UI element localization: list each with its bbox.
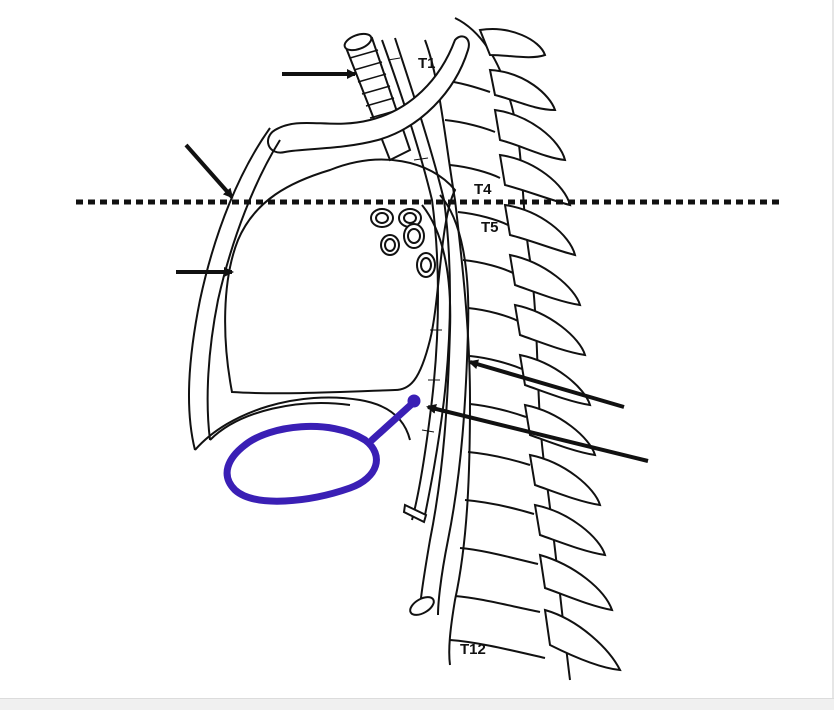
label-t4: T4 bbox=[474, 181, 492, 198]
label-t12: T12 bbox=[460, 641, 486, 658]
annotation-loop bbox=[223, 422, 380, 505]
label-t5: T5 bbox=[481, 219, 499, 236]
chest-wall-inner bbox=[206, 139, 281, 441]
chest-wall-outer bbox=[188, 127, 271, 451]
clavicle bbox=[266, 35, 470, 154]
spinous-process-3 bbox=[493, 108, 567, 162]
spinous-process-1 bbox=[478, 28, 547, 59]
arrow-aorta bbox=[468, 359, 625, 409]
spinous-process-9 bbox=[523, 403, 597, 457]
spinous-process-4 bbox=[498, 153, 572, 207]
spinous-process-12 bbox=[538, 553, 614, 612]
label-t1: T1 bbox=[418, 55, 436, 72]
spinous-process-7 bbox=[513, 303, 587, 357]
spinous-process-10 bbox=[528, 453, 602, 507]
spinous-process-13 bbox=[543, 608, 622, 672]
arrow-esophagus bbox=[426, 404, 649, 463]
spinous-process-11 bbox=[533, 503, 607, 557]
vertebral-bodies bbox=[439, 79, 546, 659]
annotation-pointer bbox=[368, 398, 418, 444]
bottom-scroll-strip bbox=[0, 698, 834, 710]
hilar-vessels bbox=[370, 208, 436, 278]
arrow-chest-wall bbox=[184, 143, 234, 199]
vertebral-column bbox=[424, 17, 622, 681]
spinous-process-2 bbox=[488, 68, 557, 112]
handdrawn-annotation bbox=[223, 394, 421, 505]
spine-anterior-outline bbox=[424, 39, 472, 666]
heart-outline bbox=[224, 158, 457, 395]
right-border bbox=[832, 0, 834, 698]
spinous-process-6 bbox=[508, 253, 582, 307]
spinous-process-5 bbox=[503, 203, 577, 257]
